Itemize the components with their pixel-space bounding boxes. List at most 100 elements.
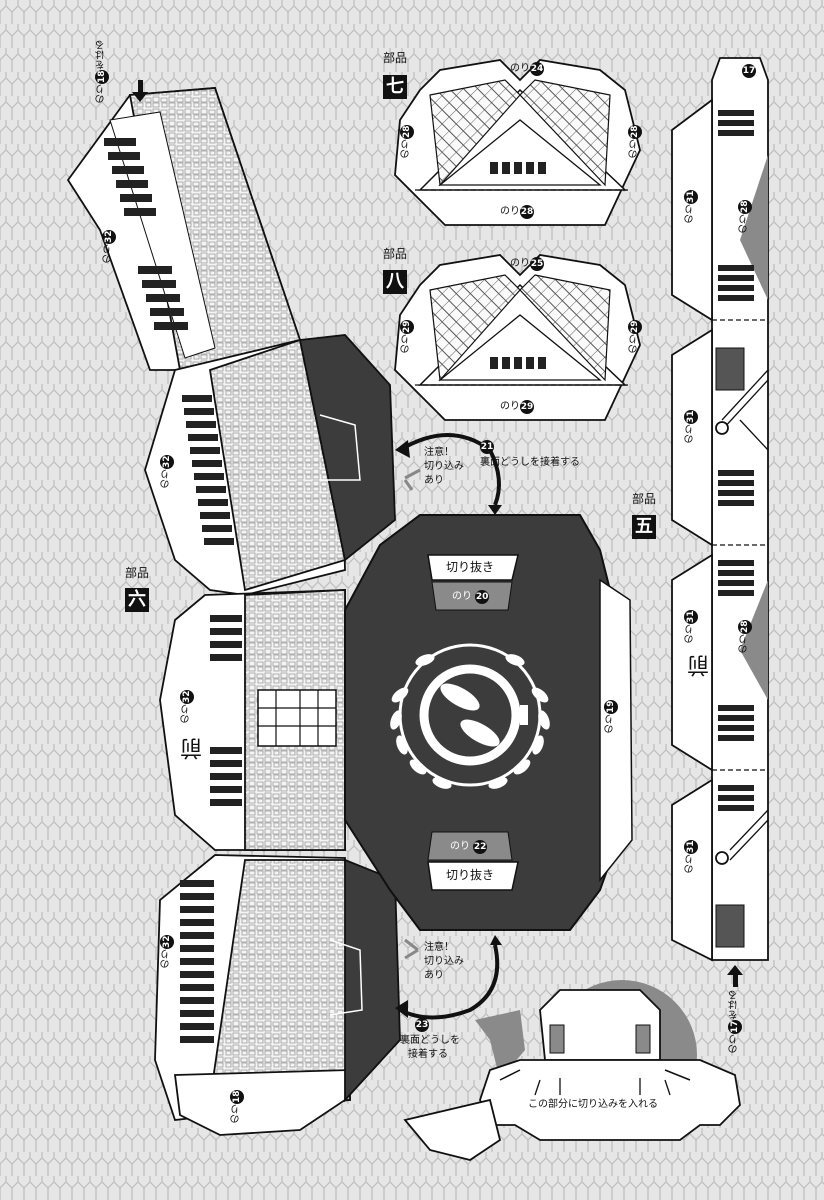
num-21: 21 xyxy=(480,440,494,454)
glue-text: のり xyxy=(605,714,616,734)
num-28: 28 xyxy=(400,125,414,139)
num-29: 29 xyxy=(400,320,414,334)
glue-text: のり xyxy=(685,204,696,224)
glue-label: のり19 xyxy=(604,700,618,734)
glue-text: のり xyxy=(231,1104,242,1124)
glue-label: のり32 xyxy=(102,230,116,264)
front-label: 前 xyxy=(688,655,713,677)
glue-text: のり xyxy=(739,634,750,654)
part7-badge: 七 xyxy=(383,75,407,99)
glue-label: のり28 xyxy=(738,620,752,654)
num-25: 25 xyxy=(530,257,544,271)
bond-instruction: 裏面どうしを接着する xyxy=(480,457,580,468)
glue-text: のり xyxy=(500,401,520,412)
glue-label: のり32 xyxy=(180,690,194,724)
caution-label: 注意！ xyxy=(424,942,454,953)
part7-title: 部品 xyxy=(383,51,408,65)
num-22: 22 xyxy=(473,840,488,854)
glue-label: のり25 xyxy=(510,257,544,271)
glue-label: のり32 xyxy=(160,935,174,969)
num-31: 31 xyxy=(684,610,698,624)
num-28: 28 xyxy=(520,205,534,219)
glue-label: のり18 xyxy=(230,1090,244,1124)
bond-instruction-line2: 接着する xyxy=(408,1049,448,1060)
part5-wall xyxy=(671,57,769,962)
glue-text: のり xyxy=(510,63,530,74)
glue-label: のり28 xyxy=(628,125,642,159)
part7-roof xyxy=(394,59,641,226)
slit-here-label: この部分に切り込みを入れる xyxy=(528,1099,658,1110)
slit-label: 切り込み xyxy=(424,461,464,472)
num-31: 31 xyxy=(684,190,698,204)
part8-badge: 八 xyxy=(383,270,407,294)
glue-text: のり xyxy=(729,1034,740,1054)
glue-label: のり31 xyxy=(684,190,698,224)
glue-label: のり29 xyxy=(628,320,642,354)
glue-label: のり28 xyxy=(500,205,534,219)
step-21: 21 xyxy=(480,440,494,454)
crest-icon xyxy=(390,643,550,789)
attach-text: をはる xyxy=(729,990,740,1020)
caution-label: 注意！ xyxy=(424,447,454,458)
num-28: 28 xyxy=(738,200,752,214)
part6-wall xyxy=(66,87,352,1136)
num-29: 29 xyxy=(628,320,642,334)
num-28: 28 xyxy=(628,125,642,139)
part8-roof xyxy=(394,254,641,421)
part6-title: 部品 xyxy=(125,566,150,580)
glue-label: のり24 xyxy=(510,62,544,76)
num-23: 23 xyxy=(415,1018,429,1032)
num-24: 24 xyxy=(530,62,544,76)
glue-text: のり xyxy=(161,949,172,969)
arrow-icon xyxy=(132,80,743,1096)
step-23: 23 xyxy=(415,1018,429,1032)
glue-text: のり xyxy=(181,704,192,724)
num-32: 32 xyxy=(160,935,174,949)
glue-text: のり xyxy=(739,214,750,234)
num-32: 32 xyxy=(102,230,116,244)
glue-text: のり xyxy=(452,591,472,602)
glue-label: のり28 xyxy=(738,200,752,234)
glue-label: のり31 xyxy=(684,410,698,444)
part5-badge: 五 xyxy=(632,515,656,539)
glue-text: のり xyxy=(629,139,640,159)
glue-text: のり xyxy=(510,258,530,269)
glue-label: のり29 xyxy=(400,320,414,354)
glue-label: のり31 xyxy=(684,610,698,644)
glue-label: のり 22 xyxy=(450,840,488,854)
part6-badge: 六 xyxy=(125,588,149,612)
num-29: 29 xyxy=(520,400,534,414)
part5-title: 部品 xyxy=(632,492,657,506)
cutout-label: 切り抜き xyxy=(446,868,495,882)
glue-text: のり xyxy=(629,334,640,354)
glue-text: のり xyxy=(103,244,114,264)
slit-label: 切り込み xyxy=(424,956,464,967)
glue-label: のり32 xyxy=(160,455,174,489)
num-17: 17 xyxy=(728,1020,742,1034)
cutout-label: 切り抜き xyxy=(446,560,495,574)
part8-title: 部品 xyxy=(383,247,408,261)
num-19: 19 xyxy=(604,700,618,714)
glue-text: のり xyxy=(685,624,696,644)
num-31: 31 xyxy=(684,410,698,424)
glue-text: のり xyxy=(161,469,172,489)
num-32: 32 xyxy=(180,690,194,704)
exists-label: あり xyxy=(424,475,444,486)
num-31: 31 xyxy=(684,840,698,854)
bond-instruction-line1: 裏面どうしを xyxy=(400,1035,460,1046)
num-18: 18 xyxy=(95,70,109,84)
glue-text: のり xyxy=(450,841,470,852)
glue-text: のり xyxy=(685,424,696,444)
num-28: 28 xyxy=(738,620,752,634)
glue-label: のり29 xyxy=(500,400,534,414)
glue-label: のり17をはる xyxy=(728,990,742,1054)
num-17-top: 17 xyxy=(742,64,756,78)
front-label: 前 xyxy=(181,738,206,760)
exists-label: あり xyxy=(424,970,444,981)
glue-text: のり xyxy=(401,334,412,354)
glue-label: のり18をはる xyxy=(95,40,109,104)
glue-label: のり31 xyxy=(684,840,698,874)
num-32: 32 xyxy=(160,455,174,469)
